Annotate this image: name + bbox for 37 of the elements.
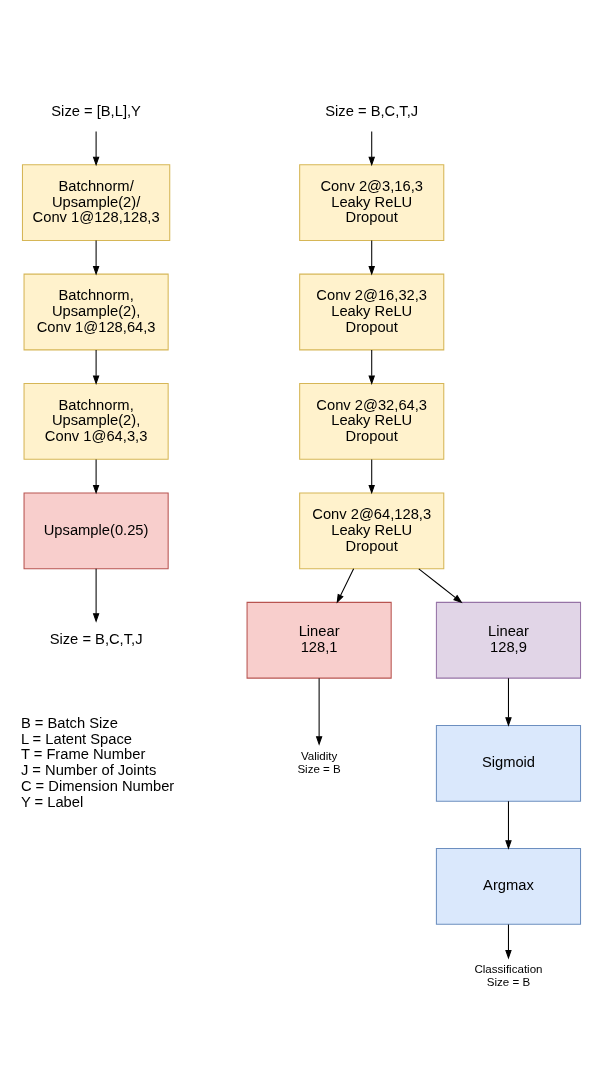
arrow [418, 567, 463, 603]
arrow [505, 923, 512, 959]
node-box: Linear 128,9 [435, 601, 582, 679]
node-text: Validity Size = B [297, 749, 341, 775]
node-box: Upsample(0.25) [23, 491, 169, 569]
arrow [336, 567, 355, 604]
label: B = Batch Size [20, 714, 118, 731]
node-box: Conv 2@64,128,3 Leaky ReLU Dropout [299, 491, 445, 569]
node-box: Batchnorm/ Upsample(2)/ Conv 1@128,128,3 [21, 163, 171, 241]
node-box: Conv 2@16,32,3 Leaky ReLU Dropout [299, 273, 445, 350]
node-text: Size = B,C,T,J [49, 630, 143, 647]
node-box: Linear 128,1 [246, 601, 392, 679]
arrow [368, 130, 376, 166]
node-box: Batchnorm, Upsample(2), Conv 1@64,3,3 [23, 382, 169, 460]
arrow [92, 348, 100, 385]
label: J = Number of Joints [20, 761, 157, 778]
arrow [368, 458, 376, 494]
node-box: Conv 2@32,64,3 Leaky ReLU Dropout [299, 382, 445, 460]
arrow [368, 348, 376, 385]
arrow [505, 677, 512, 727]
node-box: Sigmoid [435, 724, 582, 802]
node-text: Size = B,C,T,J [325, 102, 419, 119]
label: Y = Label [20, 793, 84, 810]
node-box: Argmax [435, 847, 582, 925]
arrow [505, 800, 512, 850]
label: L = Latent Space [20, 730, 133, 747]
label: C = Dimension Number [20, 777, 175, 794]
node-box: Conv 2@3,16,3 Leaky ReLU Dropout [299, 163, 445, 241]
arrow [92, 458, 100, 494]
node-text: Size = [B,L],Y [51, 102, 141, 119]
arrow [92, 130, 100, 166]
arrow [92, 239, 100, 276]
node-box: Batchnorm, Upsample(2), Conv 1@128,64,3 [23, 273, 169, 350]
node-text: Classification Size = B [474, 962, 543, 988]
arrow [92, 567, 100, 623]
arrow [315, 677, 323, 746]
arrow [368, 239, 376, 276]
